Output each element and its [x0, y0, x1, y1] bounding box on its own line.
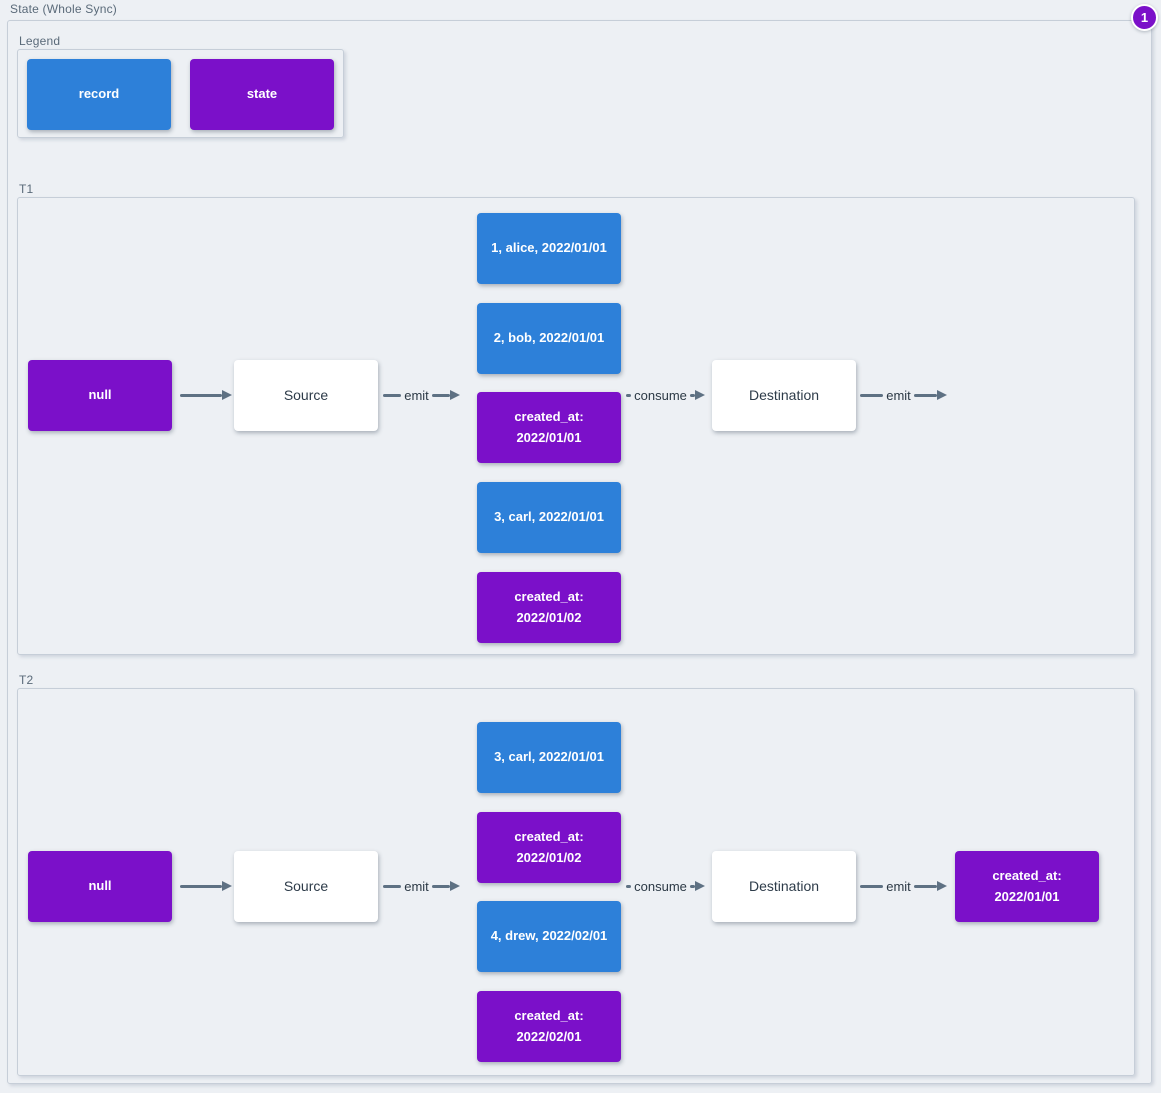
arrow-head-icon [695, 390, 705, 400]
record-node[interactable]: 4, drew, 2022/02/01 [477, 901, 621, 972]
record-node[interactable]: 2, bob, 2022/01/01 [477, 303, 621, 374]
null-state-node[interactable]: null [28, 851, 172, 922]
arrow-head-icon [937, 881, 947, 891]
arrow-head-icon [222, 390, 232, 400]
section-t2-label: T2 [19, 673, 34, 687]
record-node[interactable]: 3, carl, 2022/01/01 [477, 482, 621, 553]
diagram-title: State (Whole Sync) [10, 2, 117, 16]
result-state-node[interactable]: created_at: 2022/01/01 [955, 851, 1099, 922]
arrow-line [431, 393, 450, 397]
flow-arrow [180, 877, 232, 895]
state-node[interactable]: created_at: 2022/01/02 [477, 812, 621, 883]
state-node[interactable]: created_at: 2022/01/02 [477, 572, 621, 643]
legend-container: Legend record state [17, 34, 344, 138]
emit-link: emit [860, 386, 947, 404]
section-t1-label: T1 [19, 182, 34, 196]
arrow-line [431, 884, 450, 888]
destination-node[interactable]: Destination [712, 360, 856, 431]
null-state-node[interactable]: null [28, 360, 172, 431]
arrow-line [626, 393, 632, 397]
emit-link-label: emit [886, 387, 911, 403]
section-t2: T2 null Source emit 3, carl, 2022/01/01 … [17, 673, 1135, 1076]
record-node[interactable]: 1, alice, 2022/01/01 [477, 213, 621, 284]
section-t1: T1 null Source emit 1, alice, 2022/01/01… [17, 182, 1135, 655]
arrow-line [913, 884, 937, 888]
legend-record-node[interactable]: record [27, 59, 171, 130]
arrow-head-icon [222, 881, 232, 891]
source-node[interactable]: Source [234, 851, 378, 922]
emit-link: emit [383, 877, 460, 895]
consume-link: consume [626, 877, 705, 895]
destination-node[interactable]: Destination [712, 851, 856, 922]
arrow-line [383, 884, 402, 888]
emit-link: emit [383, 386, 460, 404]
arrow-line [689, 393, 695, 397]
state-node[interactable]: created_at: 2022/01/01 [477, 392, 621, 463]
legend-label: Legend [19, 34, 61, 48]
arrow-line [383, 393, 402, 397]
arrow-line [626, 884, 632, 888]
legend-state-node[interactable]: state [190, 59, 334, 130]
flow-arrow [180, 386, 232, 404]
arrow-line [180, 393, 222, 397]
arrow-line [860, 884, 884, 888]
arrow-head-icon [450, 390, 460, 400]
emit-link-label: emit [886, 878, 911, 894]
outer-container: Legend record state T1 null Source emit … [7, 20, 1152, 1084]
consume-link: consume [626, 386, 705, 404]
arrow-head-icon [450, 881, 460, 891]
arrow-head-icon [695, 881, 705, 891]
source-node[interactable]: Source [234, 360, 378, 431]
arrow-line [689, 884, 695, 888]
state-node[interactable]: created_at: 2022/02/01 [477, 991, 621, 1062]
arrow-line [860, 393, 884, 397]
arrow-head-icon [937, 390, 947, 400]
arrow-line [180, 884, 222, 888]
arrow-line [913, 393, 937, 397]
emit-link: emit [860, 877, 947, 895]
step-badge[interactable]: 1 [1131, 4, 1158, 31]
consume-link-label: consume [634, 878, 687, 894]
record-node[interactable]: 3, carl, 2022/01/01 [477, 722, 621, 793]
emit-link-label: emit [404, 878, 429, 894]
emit-link-label: emit [404, 387, 429, 403]
consume-link-label: consume [634, 387, 687, 403]
